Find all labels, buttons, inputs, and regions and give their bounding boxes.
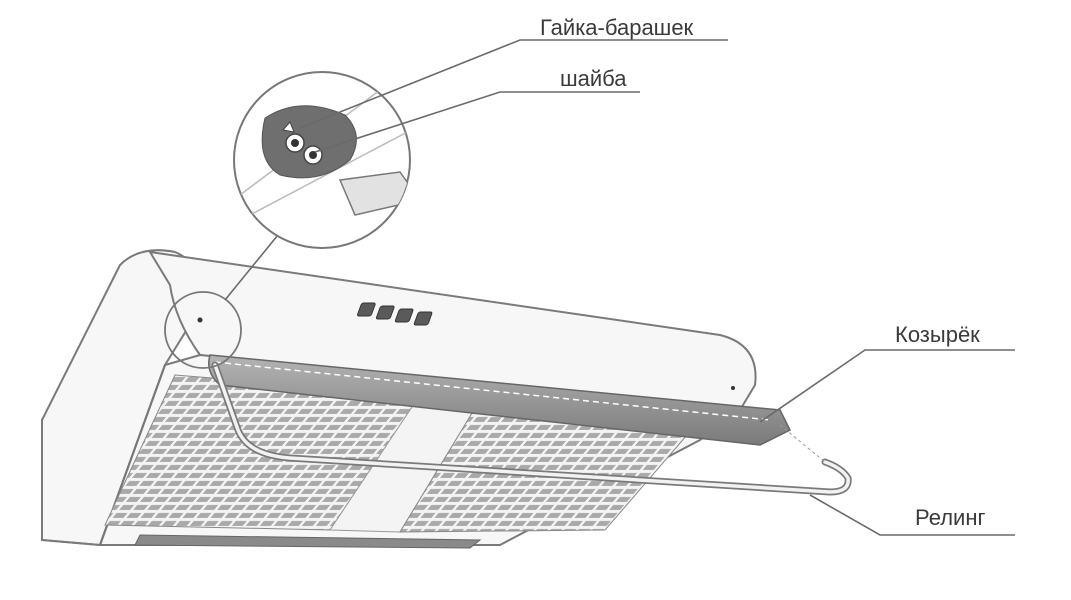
visor-label: Козырёк [895, 322, 980, 347]
detail-magnifier [164, 71, 411, 369]
washer-icon [303, 145, 323, 165]
callout-visor: Козырёк [759, 322, 1015, 423]
control-knobs [357, 302, 433, 326]
screw-right [731, 386, 735, 390]
callout-washer: шайба [314, 66, 640, 153]
knob-3 [394, 308, 414, 323]
knob-1 [357, 302, 376, 317]
visor [208, 354, 792, 446]
detail-connector [224, 229, 283, 301]
screw-left [197, 317, 203, 323]
wing-nut-icon [282, 121, 305, 153]
wing-nut-label: Гайка-барашек [540, 15, 694, 40]
detail-source-circle [164, 291, 242, 369]
callout-rail: Релинг [809, 494, 1015, 536]
mounting-bracket [261, 105, 357, 179]
washer-label: шайба [560, 66, 627, 91]
callout-wing-nut: Гайка-барашек [299, 15, 728, 129]
rail [211, 361, 852, 496]
hood-bottom-strip [134, 534, 482, 549]
rail-label: Релинг [915, 505, 986, 530]
knob-4 [413, 311, 433, 326]
knob-2 [375, 305, 395, 320]
